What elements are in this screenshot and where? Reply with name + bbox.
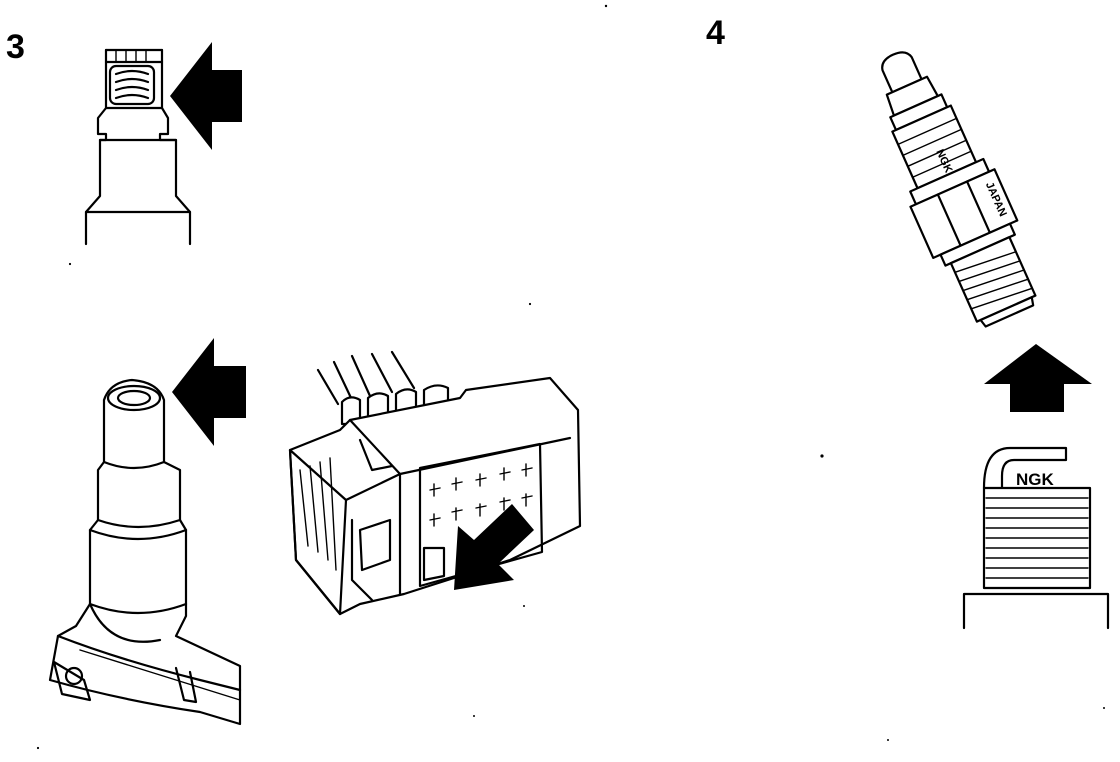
- arrow-diagonal-icon: [454, 504, 534, 590]
- arrow-left-icon: [172, 338, 246, 446]
- arrow-up-icon: [984, 344, 1092, 412]
- spark-plug-gap-gauge-illustration: NGK: [962, 446, 1110, 630]
- arrow-left-icon: [170, 42, 242, 150]
- coil-boot-on-rail-illustration: [48, 338, 246, 726]
- step-4-number: 4: [706, 14, 725, 52]
- step-3-number: 3: [6, 28, 25, 66]
- spark-plug-illustration: NGK JAPAN: [881, 51, 1037, 328]
- gauge-logo-text: NGK: [1016, 470, 1055, 489]
- scan-speckles: [36, 4, 1105, 750]
- wiring-connector-illustration: [288, 350, 582, 616]
- coil-spring-tip-illustration: [84, 42, 242, 246]
- spring-coil: [108, 64, 156, 106]
